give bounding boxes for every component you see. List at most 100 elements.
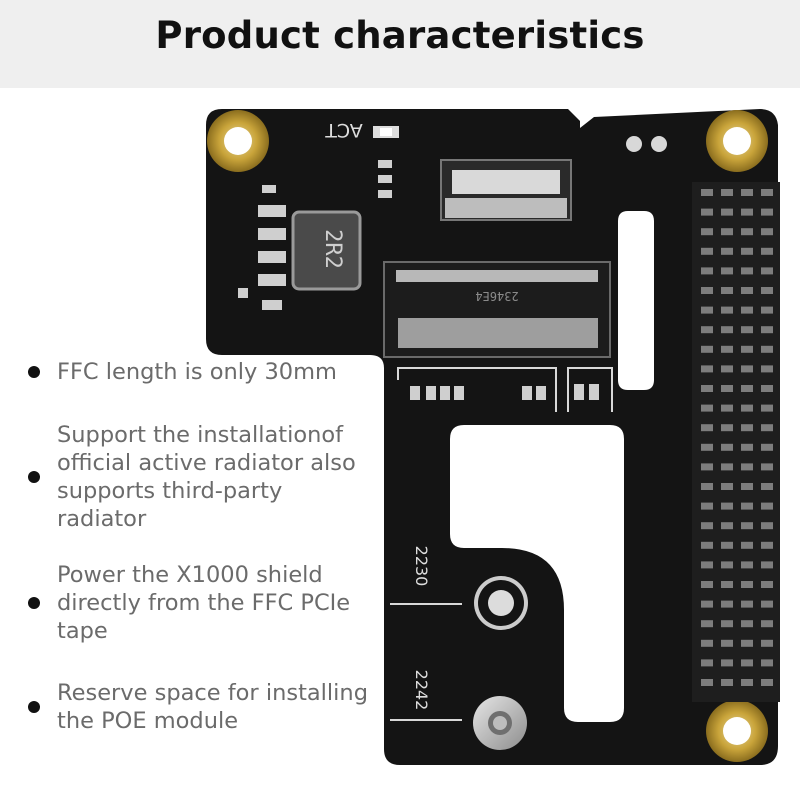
gpio-pin (761, 679, 773, 686)
test-pad-icon (626, 136, 642, 152)
gpio-pin (721, 620, 733, 628)
standoff-screw-icon (473, 696, 527, 750)
gpio-pin (761, 600, 773, 608)
gpio-pin (701, 600, 713, 608)
gpio-pin (721, 208, 733, 216)
gpio-header-icon (692, 182, 780, 702)
gpio-pin (741, 639, 753, 647)
gpio-pin (741, 404, 753, 412)
gpio-pin (721, 424, 733, 432)
bullet-icon (28, 366, 40, 378)
gpio-pin (741, 228, 753, 236)
mount-2230-label: 2230 (412, 546, 431, 587)
ffc-connector-icon (440, 159, 572, 221)
gpio-pin (701, 659, 713, 667)
gpio-pin (761, 443, 773, 451)
gpio-pin (741, 679, 753, 686)
gpio-pin (741, 502, 753, 510)
gpio-pin (761, 385, 773, 392)
gpio-pin (721, 483, 733, 490)
gpio-pin (721, 502, 733, 510)
gpio-pin (701, 443, 713, 451)
gpio-pin (761, 189, 773, 196)
gpio-pin (761, 228, 773, 236)
gpio-pin (721, 189, 733, 196)
gpio-pin (761, 404, 773, 412)
gpio-pin (761, 581, 773, 588)
feature-list: FFC length is only 30mm Support the inst… (28, 358, 398, 735)
gpio-pin (761, 541, 773, 549)
gpio-pin (701, 424, 713, 432)
gpio-pin (741, 620, 753, 628)
gpio-pin (741, 247, 753, 255)
gpio-pin (761, 208, 773, 216)
mount-hole-icon (706, 110, 768, 172)
feature-item: Power the X1000 shield directly from the… (28, 561, 398, 645)
gpio-pin (741, 208, 753, 216)
bullet-icon (28, 701, 40, 713)
gpio-pin (701, 306, 713, 314)
gpio-pin (701, 620, 713, 628)
feature-text: Power the X1000 shield directly from the… (57, 562, 351, 644)
gpio-pin (741, 385, 753, 392)
connector-marking: 2346E4 (475, 289, 518, 303)
gpio-pin (721, 228, 733, 236)
gpio-pin (701, 679, 713, 686)
mount-hole-icon (207, 110, 269, 172)
gpio-pin (701, 639, 713, 647)
gpio-pin (701, 267, 713, 275)
gpio-pin (721, 345, 733, 353)
feature-item: Reserve space for installing the POE mod… (28, 679, 398, 735)
gpio-pin (761, 620, 773, 628)
gpio-pin (721, 639, 733, 647)
standoff-hole-icon (474, 576, 528, 630)
gpio-pin (701, 345, 713, 353)
gpio-pin (701, 247, 713, 255)
gpio-pin (741, 443, 753, 451)
silkscreen-lines (390, 367, 613, 721)
gpio-pin (761, 659, 773, 667)
gpio-pin (761, 463, 773, 471)
gpio-pin (701, 522, 713, 530)
gpio-pin (761, 306, 773, 314)
gpio-pin (721, 600, 733, 608)
gpio-pin (701, 287, 713, 294)
gpio-pin (721, 365, 733, 373)
gpio-pin (761, 639, 773, 647)
gpio-pin (721, 326, 733, 334)
gpio-pin (761, 522, 773, 530)
mount-hole-icon (706, 700, 768, 762)
gpio-pin (761, 502, 773, 510)
gpio-pin (761, 287, 773, 294)
gpio-pin (741, 463, 753, 471)
feature-item: FFC length is only 30mm (28, 358, 398, 386)
gpio-pin (721, 247, 733, 255)
gpio-pin (721, 659, 733, 667)
gpio-pin (761, 424, 773, 432)
gpio-pin (741, 365, 753, 373)
gpio-pin (741, 659, 753, 667)
gpio-pin (741, 267, 753, 275)
gpio-pin (741, 561, 753, 569)
gpio-pin (741, 306, 753, 314)
gpio-pin (741, 424, 753, 432)
m2-connector-icon: 2346E4 (383, 261, 611, 358)
gpio-pin (741, 345, 753, 353)
mount-2242-label: 2242 (412, 670, 431, 711)
gpio-pin (721, 443, 733, 451)
gpio-pin (701, 365, 713, 373)
gpio-pin (761, 365, 773, 373)
gpio-pin (741, 600, 753, 608)
gpio-pin (701, 463, 713, 471)
gpio-pin (741, 483, 753, 490)
gpio-pin (701, 326, 713, 334)
gpio-pin (741, 287, 753, 294)
feature-text: Reserve space for installing the POE mod… (57, 680, 368, 734)
gpio-pin (741, 581, 753, 588)
gpio-pin (701, 208, 713, 216)
act-silkscreen-label: ACT (325, 119, 363, 141)
gpio-pin (721, 463, 733, 471)
feature-item: Support the installationof official acti… (28, 421, 398, 533)
test-pad-icon (651, 136, 667, 152)
gpio-pin (721, 267, 733, 275)
